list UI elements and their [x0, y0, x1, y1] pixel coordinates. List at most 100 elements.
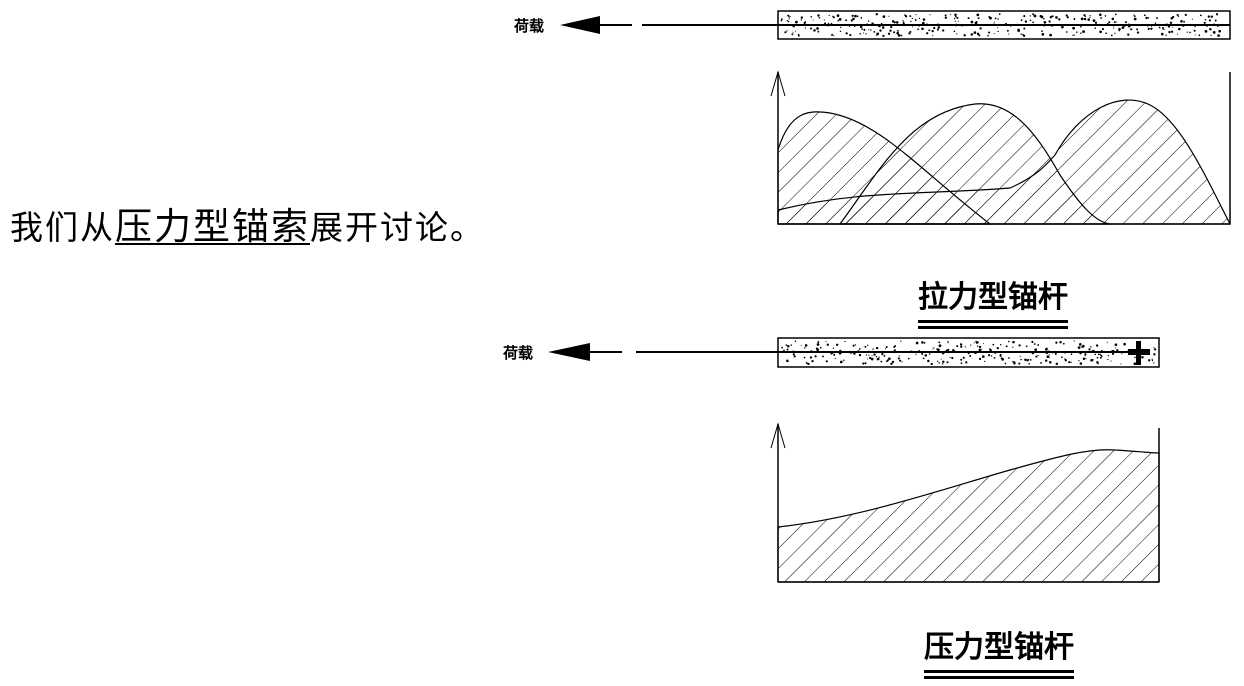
- grout-speck: [1101, 28, 1105, 31]
- grout-speck: [817, 341, 820, 344]
- grout-speck: [949, 356, 951, 359]
- grout-speck: [960, 358, 963, 361]
- grout-speck: [817, 30, 820, 33]
- grout-speck: [875, 356, 878, 358]
- grout-speck: [783, 349, 785, 352]
- grout-speck: [878, 24, 881, 28]
- grout-speck: [1136, 31, 1140, 34]
- grout-speck: [1092, 19, 1096, 22]
- grout-speck: [1094, 353, 1097, 356]
- caption-underline-2: [918, 326, 1068, 329]
- grout-speck: [964, 346, 966, 348]
- grout-speck: [979, 348, 981, 351]
- grout-speck: [1165, 23, 1169, 27]
- grout-speck: [804, 27, 807, 29]
- grout-speck: [1183, 20, 1186, 23]
- grout-speck: [976, 341, 979, 344]
- grout-speck: [839, 30, 842, 33]
- grout-speck: [947, 340, 949, 342]
- grout-speck: [1028, 362, 1030, 365]
- grout-speck: [978, 345, 982, 349]
- grout-speck: [876, 34, 878, 36]
- grout-speck: [1168, 30, 1171, 34]
- grout-speck: [1048, 354, 1050, 356]
- grout-body: [777, 337, 1160, 368]
- grout-speck: [1114, 13, 1117, 16]
- grout-speck: [910, 20, 912, 23]
- grout-speck: [1018, 362, 1021, 365]
- grout-speck: [921, 341, 924, 344]
- grout-speck: [1079, 352, 1082, 355]
- grout-speck: [840, 26, 842, 29]
- grout-speck: [815, 347, 818, 350]
- grout-speck: [1090, 346, 1092, 348]
- grout-speck: [890, 25, 893, 29]
- stress-curve: [777, 449, 1160, 583]
- grout-speck: [888, 15, 890, 17]
- grout-speck: [1020, 19, 1023, 22]
- grout-speck: [1100, 354, 1102, 357]
- grout-speck: [1045, 352, 1048, 355]
- grout-speck: [1049, 360, 1052, 364]
- grout-speck: [894, 345, 897, 348]
- grout-speck: [970, 33, 974, 36]
- grout-speck: [924, 354, 927, 356]
- grout-speck: [992, 23, 995, 26]
- grout-speck: [832, 352, 834, 354]
- grout-speck: [1099, 353, 1101, 356]
- grout-speck: [1212, 23, 1216, 26]
- grout-speck: [1084, 353, 1087, 356]
- grout-speck: [1022, 33, 1024, 36]
- grout-speck: [895, 21, 899, 24]
- grout-speck: [1141, 356, 1144, 359]
- grout-speck: [898, 355, 900, 357]
- grout-speck: [1182, 24, 1185, 27]
- grout-speck: [918, 24, 921, 27]
- grout-speck: [814, 355, 817, 358]
- grout-speck: [1080, 32, 1082, 34]
- grout-speck: [1078, 343, 1082, 346]
- grout-speck: [976, 13, 980, 17]
- grout-speck: [1128, 23, 1130, 25]
- grout-speck: [1040, 15, 1044, 19]
- grout-speck: [994, 352, 997, 354]
- grout-speck: [1091, 359, 1094, 361]
- grout-speck: [1008, 357, 1010, 359]
- grout-speck: [1204, 19, 1207, 21]
- grout-speck: [1096, 361, 1099, 364]
- grout-speck: [1099, 30, 1102, 34]
- grout-speck: [1199, 14, 1202, 17]
- grout-speck: [1084, 355, 1086, 357]
- grout-speck: [865, 33, 867, 35]
- grout-speck: [938, 23, 940, 26]
- grout-speck: [825, 360, 828, 363]
- grout-speck: [857, 350, 860, 353]
- grout-speck: [975, 21, 978, 23]
- grout-speck: [1037, 344, 1040, 346]
- grout-speck: [918, 17, 921, 20]
- grout-speck: [1126, 350, 1129, 353]
- grout-speck: [788, 18, 790, 20]
- grout-speck: [956, 17, 959, 19]
- grout-speck: [1061, 356, 1063, 359]
- grout-speck: [955, 15, 957, 18]
- grout-speck: [951, 356, 954, 360]
- grout-speck: [817, 14, 820, 17]
- grout-speck: [792, 24, 795, 28]
- grout-speck: [1160, 32, 1164, 36]
- grout-speck: [973, 342, 975, 344]
- grout-speck: [988, 354, 991, 357]
- grout-speck: [953, 18, 956, 20]
- grout-speck: [1118, 27, 1121, 31]
- grout-speck: [979, 27, 982, 30]
- grout-speck: [867, 20, 870, 22]
- grout-speck: [1096, 356, 1099, 359]
- grout-speck: [792, 350, 794, 352]
- grout-speck: [1133, 17, 1137, 21]
- grout-speck: [952, 349, 956, 353]
- grout-speck: [1055, 362, 1059, 366]
- grout-speck: [959, 343, 963, 346]
- grout-speck: [873, 31, 876, 33]
- grout-speck: [993, 21, 995, 23]
- grout-speck: [970, 344, 972, 346]
